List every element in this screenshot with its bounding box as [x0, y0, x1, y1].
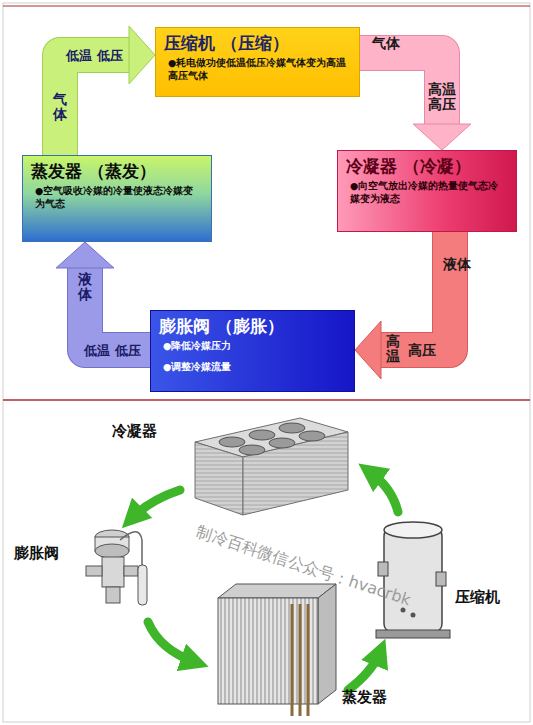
- part-label: 蒸发器: [342, 688, 387, 707]
- process-box: 膨胀阀 （膨胀） ●降低冷媒压力 ●调整冷媒流量: [150, 310, 355, 392]
- condenser-figure: [195, 418, 348, 515]
- expansion-valve-figure: [86, 530, 147, 605]
- edge-label: 气体: [53, 92, 67, 123]
- evaporator-figure: [218, 584, 336, 716]
- flow-arrow: [355, 232, 450, 379]
- arrow-shaft: [381, 232, 450, 350]
- divider: [3, 6, 530, 7]
- part-label: 低温 低压: [84, 342, 141, 360]
- part-label: 高温: [386, 334, 400, 365]
- box-text: ●调整冷媒流量: [159, 361, 346, 373]
- box-text: ●空气吸收冷媒的冷量使液态冷媒变为气态: [31, 185, 203, 210]
- box-text: ●耗电做功使低温低压冷媒气体变为高温高压气体: [164, 57, 351, 82]
- arrow-shaft: [85, 268, 150, 350]
- arrow-head: [355, 321, 381, 379]
- box-text: ●向空气放出冷媒的热量使气态冷媒变为液态: [346, 180, 508, 205]
- part-label: 高温 高压: [428, 82, 456, 113]
- compressor-figure: [376, 522, 450, 638]
- flow-arrow: [60, 26, 155, 155]
- box-title: 冷凝器 （冷凝）: [346, 156, 508, 177]
- process-box: 蒸发器 （蒸发） ●空气吸收冷媒的冷量使液态冷媒变为气态: [22, 155, 212, 242]
- box-title: 膨胀阀 （膨胀）: [159, 316, 346, 337]
- box-title: 压缩机 （压缩）: [164, 33, 351, 54]
- edge-label: 液体: [78, 272, 92, 303]
- box-text: ●降低冷媒压力: [159, 340, 346, 352]
- part-label: 高压: [408, 342, 436, 360]
- part-label: 低温 低压: [66, 47, 123, 65]
- arrow-outline: [85, 268, 150, 350]
- arrow-head: [129, 26, 155, 84]
- frame: [3, 3, 530, 722]
- flow-arrow: [360, 53, 471, 150]
- flow-arrow: [56, 242, 150, 350]
- arrow-head: [413, 124, 471, 150]
- arrow-outline: [381, 232, 450, 350]
- process-box: 冷凝器 （冷凝） ●向空气放出冷媒的热量使气态冷媒变为液态: [337, 150, 517, 232]
- arrow-shaft: [60, 55, 129, 155]
- part-label: 膨胀阀: [14, 544, 59, 563]
- process-box: 压缩机 （压缩） ●耗电做功使低温低压冷媒气体变为高温高压气体: [155, 27, 360, 97]
- divider: [3, 399, 530, 401]
- part-label: 冷凝器: [112, 422, 157, 441]
- edge-label: 液体: [443, 256, 471, 274]
- arrow-head: [56, 242, 114, 268]
- part-label: 压缩机: [455, 588, 500, 607]
- edge-label: 气体: [372, 35, 400, 53]
- arrow-outline: [60, 55, 129, 155]
- box-title: 蒸发器 （蒸发）: [31, 161, 203, 182]
